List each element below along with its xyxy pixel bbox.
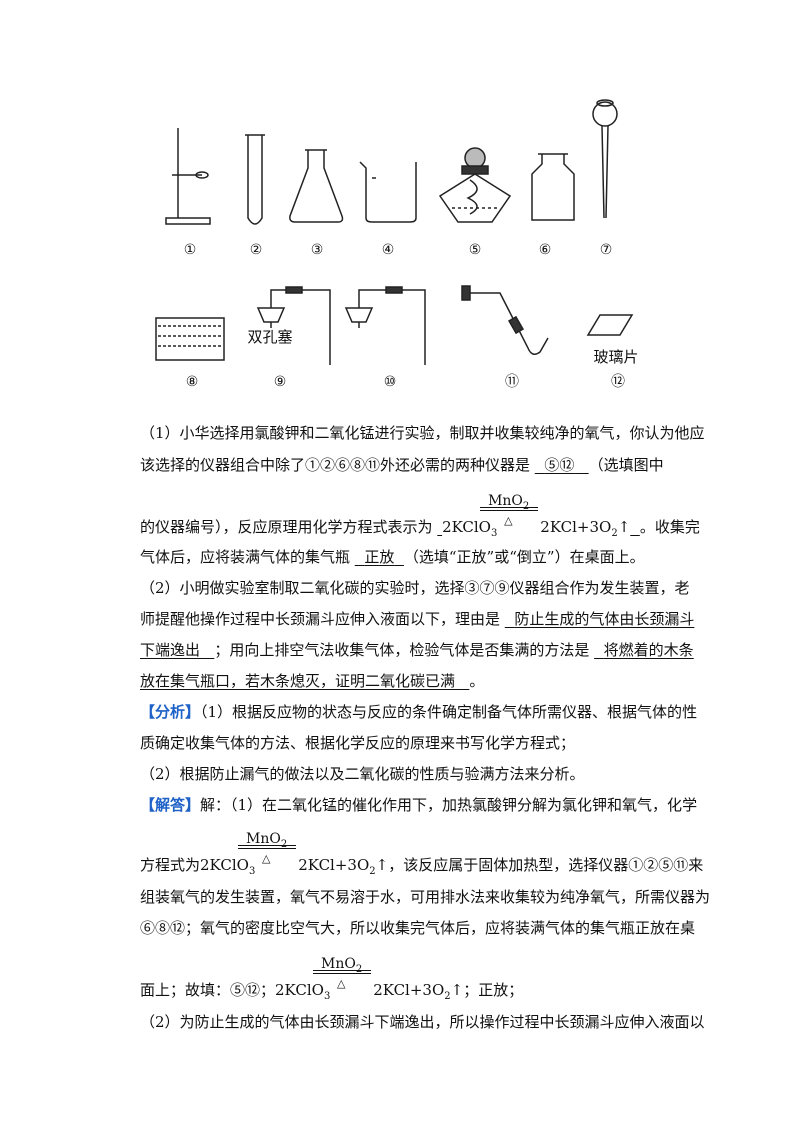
solution-equation-1: MnO2△2KClO3 2KCl+3O2↑ xyxy=(200,831,389,877)
solution-line3: 组装氧气的发生装置，氧气不易溶于水，可用排水法来收集较为纯净氧气，所需仪器为 xyxy=(140,888,711,906)
q1-answer-position: 正放 xyxy=(364,548,395,566)
analysis-tag: 【分析】 xyxy=(140,703,201,721)
label-12: ⑫ xyxy=(611,374,625,390)
long-neck-funnel-icon xyxy=(592,99,618,219)
apparatus-figure: ① ② ③ ④ ⑤ ⑥ ⑦ ⑧ ⑨ ⑩ ⑪ ⑫ 双孔塞 玻璃片 xyxy=(140,90,680,400)
stopper-tube-icon xyxy=(344,286,426,365)
label-10: ⑩ xyxy=(384,374,397,390)
solution-line1: 【解答】解：（1）在二氧化锰的催化作用下，加热氯酸钾分解为氯化钾和氧气，化学 xyxy=(140,796,698,814)
analysis-line3: （2）根据防止漏气的做法以及二氧化碳的性质与验满方法来分析。 xyxy=(140,765,585,783)
label-1: ① xyxy=(184,242,197,258)
bent-delivery-tube-icon xyxy=(461,285,549,355)
two-hole-stopper-tube-icon xyxy=(256,286,331,365)
conical-flask-icon xyxy=(289,149,344,223)
q2-line1: （2）小明做实验室制取二氧化碳的实验时，选择③⑦⑨仪器组合作为发生装置，老 xyxy=(140,579,690,597)
label-11: ⑪ xyxy=(505,374,519,390)
q1-line4: 气体后，应将装满气体的集气瓶 正放 （选填“正放”或“倒立”）在桌面上。 xyxy=(140,548,645,566)
glass-plate-icon xyxy=(586,314,634,336)
stopper-label: 双孔塞 xyxy=(247,328,292,346)
apparatus-drawing: ① ② ③ ④ ⑤ ⑥ ⑦ ⑧ ⑨ ⑩ ⑪ ⑫ 双孔塞 玻璃片 xyxy=(155,99,639,390)
label-4: ④ xyxy=(382,242,395,258)
q1-answer-instruments: ⑤⑫ xyxy=(544,456,575,474)
iron-stand-icon xyxy=(165,128,211,225)
solution-line6: （2）为防止生成的气体由长颈漏斗下端逸出，所以操作过程中长颈漏斗应伸入液面以 xyxy=(140,1013,705,1031)
label-6: ⑥ xyxy=(539,242,552,258)
solution-line5: 面上；故填：⑤⑫；MnO2△2KClO3 2KCl+3O2↑；正放； xyxy=(140,956,523,1007)
beaker-icon xyxy=(359,161,417,223)
q1-equation: MnO2△2KClO3 2KCl+3O2↑ xyxy=(442,493,631,539)
solution-equation-2: MnO2△2KClO3 2KCl+3O2↑ xyxy=(275,956,464,1002)
q1-line3: 的仪器编号），反应原理用化学方程式表示为 MnO2△2KClO3 2KCl+3O… xyxy=(140,493,700,544)
water-trough-icon xyxy=(155,317,225,361)
label-8: ⑧ xyxy=(186,374,199,390)
q2-line2: 师提醒他操作过程中长颈漏斗应伸入液面以下，理由是 防止生成的气体由长颈漏斗 xyxy=(140,610,695,628)
label-5: ⑤ xyxy=(469,242,482,258)
q1-line1: （1）小华选择用氯酸钾和二氧化锰进行实验，制取并收集较纯净的氧气，你认为他应 xyxy=(140,424,705,442)
q2-line3: 下端逸出 ；用向上排空气法收集气体，检验气体是否集满的方法是 将燃着的木条 xyxy=(140,641,694,659)
label-3: ③ xyxy=(311,242,324,258)
gas-jar-icon xyxy=(531,153,575,221)
solution-line4: ⑥⑧⑫；氧气的密度比空气大，所以收集完气体后，应将装满气体的集气瓶正放在桌 xyxy=(140,919,696,937)
label-2: ② xyxy=(250,242,263,258)
analysis-line2: 质确定收集气体的方法、根据化学反应的原理来书写化学方程式； xyxy=(140,734,576,752)
solution-tag: 【解答】 xyxy=(140,796,201,814)
test-tube-icon xyxy=(245,134,265,225)
q1-line2: 该选择的仪器组合中除了①②⑥⑧⑪外还必需的两种仪器是 ⑤⑫ （选填图中 xyxy=(140,456,664,474)
label-9: ⑨ xyxy=(274,374,287,390)
q2-line4: 放在集气瓶口，若木条熄灭，证明二氧化碳已满 。 xyxy=(140,672,485,690)
alcohol-lamp-icon xyxy=(438,147,512,223)
label-7: ⑦ xyxy=(600,242,613,258)
analysis-line1: 【分析】（1）根据反应物的状态与反应的条件确定制备气体所需仪器、根据气体的性 xyxy=(140,703,698,721)
glass-plate-label: 玻璃片 xyxy=(593,348,638,366)
